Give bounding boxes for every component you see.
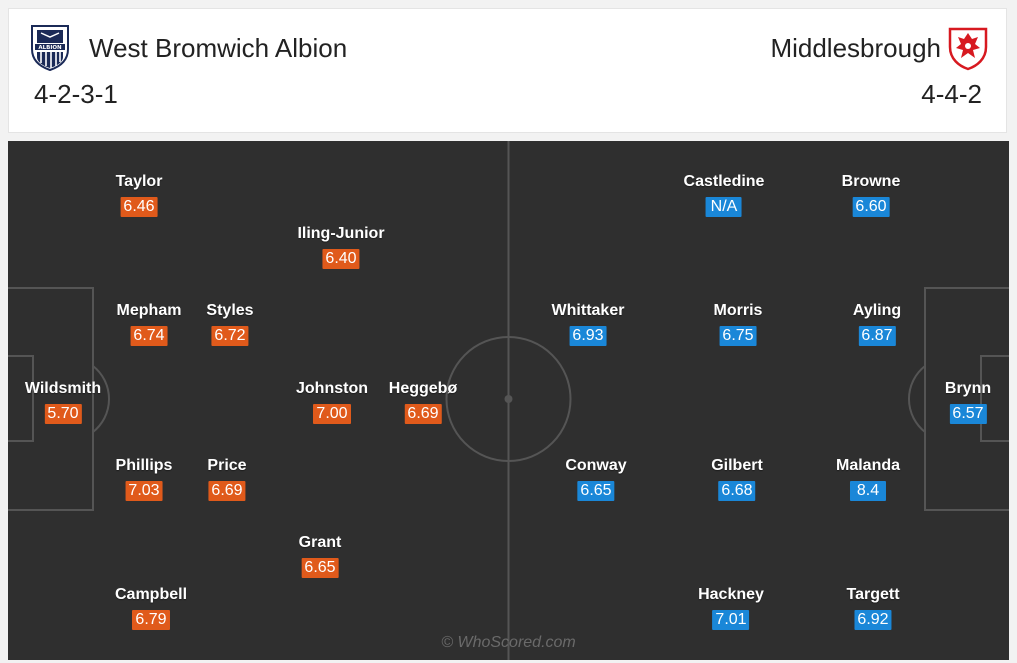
player-rating: 8.4 bbox=[849, 481, 886, 501]
home-formation: 4-2-3-1 bbox=[34, 79, 118, 109]
away-player-ayling[interactable]: Ayling 6.87 bbox=[853, 302, 901, 346]
home-player-grant[interactable]: Grant 6.65 bbox=[298, 534, 342, 578]
home-team-name[interactable]: West Bromwich Albion bbox=[89, 33, 348, 63]
player-rating: 6.65 bbox=[301, 558, 339, 578]
player-name: Wildsmith bbox=[24, 380, 102, 397]
away-player-targett[interactable]: Targett 6.92 bbox=[846, 586, 900, 630]
player-rating: 6.69 bbox=[208, 481, 246, 501]
away-team-name[interactable]: Middlesbrough bbox=[770, 33, 941, 63]
home-player-heggebo[interactable]: Heggebø 6.69 bbox=[389, 380, 457, 424]
away-player-morris[interactable]: Morris 6.75 bbox=[713, 302, 763, 346]
player-name: Conway bbox=[565, 457, 627, 474]
west-brom-crest-icon: ALBION bbox=[31, 25, 69, 71]
player-name: Heggebø bbox=[388, 380, 458, 397]
home-player-styles[interactable]: Styles 6.72 bbox=[206, 302, 254, 346]
player-name: Hackney bbox=[698, 586, 764, 603]
player-name: Phillips bbox=[115, 457, 173, 474]
player-rating: 6.93 bbox=[569, 326, 607, 346]
pitch-lines bbox=[8, 141, 1009, 660]
player-name: Iling-Junior bbox=[297, 225, 385, 242]
home-player-johnston[interactable]: Johnston 7.00 bbox=[296, 380, 368, 424]
away-formation: 4-4-2 bbox=[921, 79, 982, 109]
player-rating: 7.00 bbox=[313, 404, 351, 424]
player-name: Gilbert bbox=[711, 457, 763, 474]
player-rating: 7.01 bbox=[712, 610, 750, 630]
away-player-conway[interactable]: Conway 6.65 bbox=[565, 457, 627, 501]
home-player-price[interactable]: Price 6.69 bbox=[207, 457, 247, 501]
away-player-browne[interactable]: Browne 6.60 bbox=[841, 173, 901, 217]
player-name: Styles bbox=[206, 302, 254, 319]
player-rating: 6.75 bbox=[719, 326, 757, 346]
match-header: ALBION West Bromwich Albion 4-2-3-1 Midd… bbox=[8, 8, 1007, 133]
player-name: Taylor bbox=[115, 173, 163, 190]
player-name: Targett bbox=[846, 586, 900, 603]
player-name: Brynn bbox=[944, 380, 992, 397]
player-rating: 6.65 bbox=[577, 481, 615, 501]
away-player-brynn[interactable]: Brynn 6.57 bbox=[945, 380, 991, 424]
player-name: Campbell bbox=[114, 586, 188, 603]
player-name: Price bbox=[207, 457, 247, 474]
home-player-taylor[interactable]: Taylor 6.46 bbox=[115, 173, 163, 217]
whoscored-watermark: © WhoScored.com bbox=[441, 634, 576, 651]
player-name: Browne bbox=[841, 173, 901, 190]
home-player-mepham[interactable]: Mepham 6.74 bbox=[116, 302, 182, 346]
player-rating: 5.70 bbox=[44, 404, 82, 424]
player-name: Malanda bbox=[835, 457, 901, 474]
player-rating: N/A bbox=[705, 197, 742, 217]
away-player-gilbert[interactable]: Gilbert 6.68 bbox=[711, 457, 763, 501]
player-rating: 6.92 bbox=[854, 610, 892, 630]
player-rating: 6.87 bbox=[858, 326, 896, 346]
player-name: Whittaker bbox=[551, 302, 625, 319]
player-name: Castledine bbox=[683, 173, 765, 190]
middlesbrough-crest-icon bbox=[948, 27, 988, 71]
home-player-iling-junior[interactable]: Iling-Junior 6.40 bbox=[297, 225, 385, 269]
home-player-campbell[interactable]: Campbell 6.79 bbox=[115, 586, 187, 630]
away-player-castledine[interactable]: Castledine N/A bbox=[683, 173, 765, 217]
player-name: Morris bbox=[713, 302, 763, 319]
player-name: Grant bbox=[298, 534, 342, 551]
player-rating: 7.03 bbox=[125, 481, 163, 501]
home-player-wildsmith[interactable]: Wildsmith 5.70 bbox=[25, 380, 101, 424]
player-rating: 6.69 bbox=[404, 404, 442, 424]
svg-text:ALBION: ALBION bbox=[38, 45, 62, 51]
player-rating: 6.68 bbox=[718, 481, 756, 501]
away-player-malanda[interactable]: Malanda 8.4 bbox=[836, 457, 900, 501]
player-rating: 6.60 bbox=[852, 197, 890, 217]
player-rating: 6.46 bbox=[120, 197, 158, 217]
away-player-hackney[interactable]: Hackney 7.01 bbox=[698, 586, 764, 630]
home-player-phillips[interactable]: Phillips 7.03 bbox=[115, 457, 173, 501]
player-rating: 6.72 bbox=[211, 326, 249, 346]
player-rating: 6.74 bbox=[130, 326, 168, 346]
player-rating: 6.57 bbox=[949, 404, 987, 424]
away-player-whittaker[interactable]: Whittaker 6.93 bbox=[551, 302, 625, 346]
player-name: Johnston bbox=[296, 380, 368, 397]
player-rating: 6.79 bbox=[132, 610, 170, 630]
pitch: Wildsmith 5.70 Taylor 6.46 Mepham 6.74 P… bbox=[8, 141, 1009, 660]
player-name: Ayling bbox=[852, 302, 902, 319]
player-rating: 6.40 bbox=[322, 249, 360, 269]
player-name: Mepham bbox=[116, 302, 182, 319]
